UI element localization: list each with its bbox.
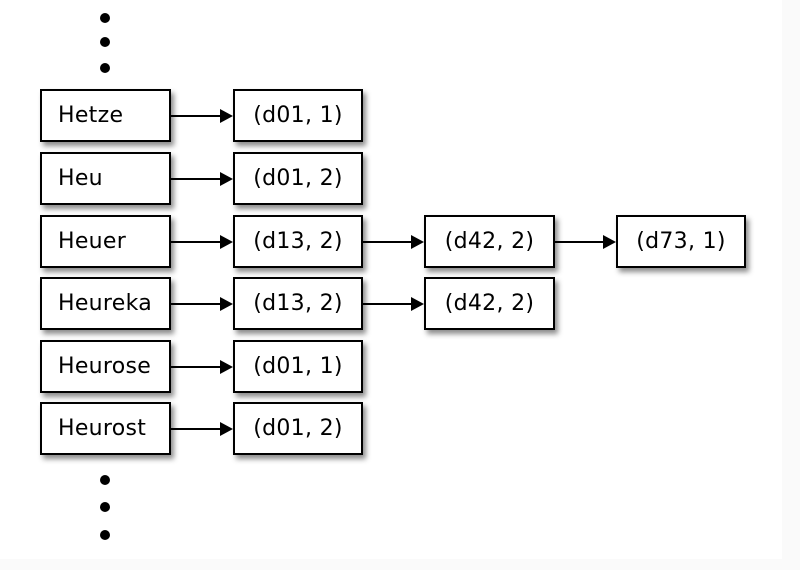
posting-box: (d73, 1) xyxy=(616,215,746,268)
posting-box: (d01, 2) xyxy=(233,402,363,455)
term-label: Heu xyxy=(58,166,103,191)
arrowhead-right-icon xyxy=(603,234,616,249)
index-row-heurose: Heurose (d01, 1) xyxy=(40,340,363,393)
arrowhead-right-icon xyxy=(220,296,233,311)
posting-box: (d13, 2) xyxy=(233,215,363,268)
ellipsis-dot xyxy=(100,502,110,512)
arrow-line xyxy=(171,365,222,368)
index-row-heurost: Heurost (d01, 2) xyxy=(40,402,363,455)
arrow-connector xyxy=(171,215,233,268)
ellipsis-dot xyxy=(100,13,110,23)
posting-label: (d01, 1) xyxy=(253,103,343,128)
arrow-connector xyxy=(555,215,616,268)
posting-label: (d42, 2) xyxy=(444,229,535,254)
term-box: Heurose xyxy=(40,340,171,393)
arrow-connector xyxy=(171,152,233,205)
arrow-line xyxy=(555,240,605,243)
term-box: Heurost xyxy=(40,402,171,455)
term-label: Heuer xyxy=(58,229,127,254)
ellipsis-dot xyxy=(100,530,110,540)
arrowhead-right-icon xyxy=(220,171,233,186)
arrow-connector xyxy=(363,277,424,330)
arrow-line xyxy=(363,302,413,305)
arrow-line xyxy=(171,177,222,180)
arrowhead-right-icon xyxy=(220,108,233,123)
term-label: Heurose xyxy=(58,354,152,379)
ellipsis-dot xyxy=(100,475,110,485)
arrowhead-right-icon xyxy=(411,234,424,249)
arrowhead-right-icon xyxy=(220,359,233,374)
term-box: Heureka xyxy=(40,277,171,330)
arrow-connector xyxy=(171,340,233,393)
posting-box: (d01, 2) xyxy=(233,152,363,205)
term-label: Hetze xyxy=(58,103,124,128)
arrow-line xyxy=(171,427,222,430)
arrow-connector xyxy=(363,215,424,268)
diagram-canvas: Hetze (d01, 1) Heu (d01, 2) Heuer xyxy=(40,13,746,540)
index-row-heu: Heu (d01, 2) xyxy=(40,152,363,205)
posting-label: (d13, 2) xyxy=(253,229,343,254)
arrowhead-right-icon xyxy=(220,234,233,249)
posting-label: (d01, 1) xyxy=(253,354,343,379)
index-row-hetze: Hetze (d01, 1) xyxy=(40,89,363,142)
ellipsis-dot xyxy=(100,63,110,73)
index-row-heuer: Heuer (d13, 2) (d42, 2) (d73, 1) xyxy=(40,215,746,268)
arrowhead-right-icon xyxy=(220,421,233,436)
posting-box: (d42, 2) xyxy=(424,277,555,330)
posting-label: (d01, 2) xyxy=(253,166,343,191)
posting-label: (d42, 2) xyxy=(444,291,535,316)
arrowhead-right-icon xyxy=(411,296,424,311)
term-box: Heuer xyxy=(40,215,171,268)
arrow-line xyxy=(171,302,222,305)
posting-box: (d01, 1) xyxy=(233,340,363,393)
arrow-line xyxy=(171,240,222,243)
arrow-connector xyxy=(171,402,233,455)
posting-box: (d13, 2) xyxy=(233,277,363,330)
term-label: Heurost xyxy=(58,416,147,441)
term-box: Heu xyxy=(40,152,171,205)
arrow-connector xyxy=(171,277,233,330)
arrow-line xyxy=(363,240,413,243)
arrow-line xyxy=(171,114,222,117)
posting-label: (d01, 2) xyxy=(253,416,343,441)
arrow-connector xyxy=(171,89,233,142)
index-row-heureka: Heureka (d13, 2) (d42, 2) xyxy=(40,277,555,330)
posting-label: (d73, 1) xyxy=(636,229,726,254)
term-box: Hetze xyxy=(40,89,171,142)
posting-box: (d42, 2) xyxy=(424,215,555,268)
term-label: Heureka xyxy=(58,291,153,316)
posting-label: (d13, 2) xyxy=(253,291,343,316)
posting-box: (d01, 1) xyxy=(233,89,363,142)
ellipsis-dot xyxy=(100,37,110,47)
